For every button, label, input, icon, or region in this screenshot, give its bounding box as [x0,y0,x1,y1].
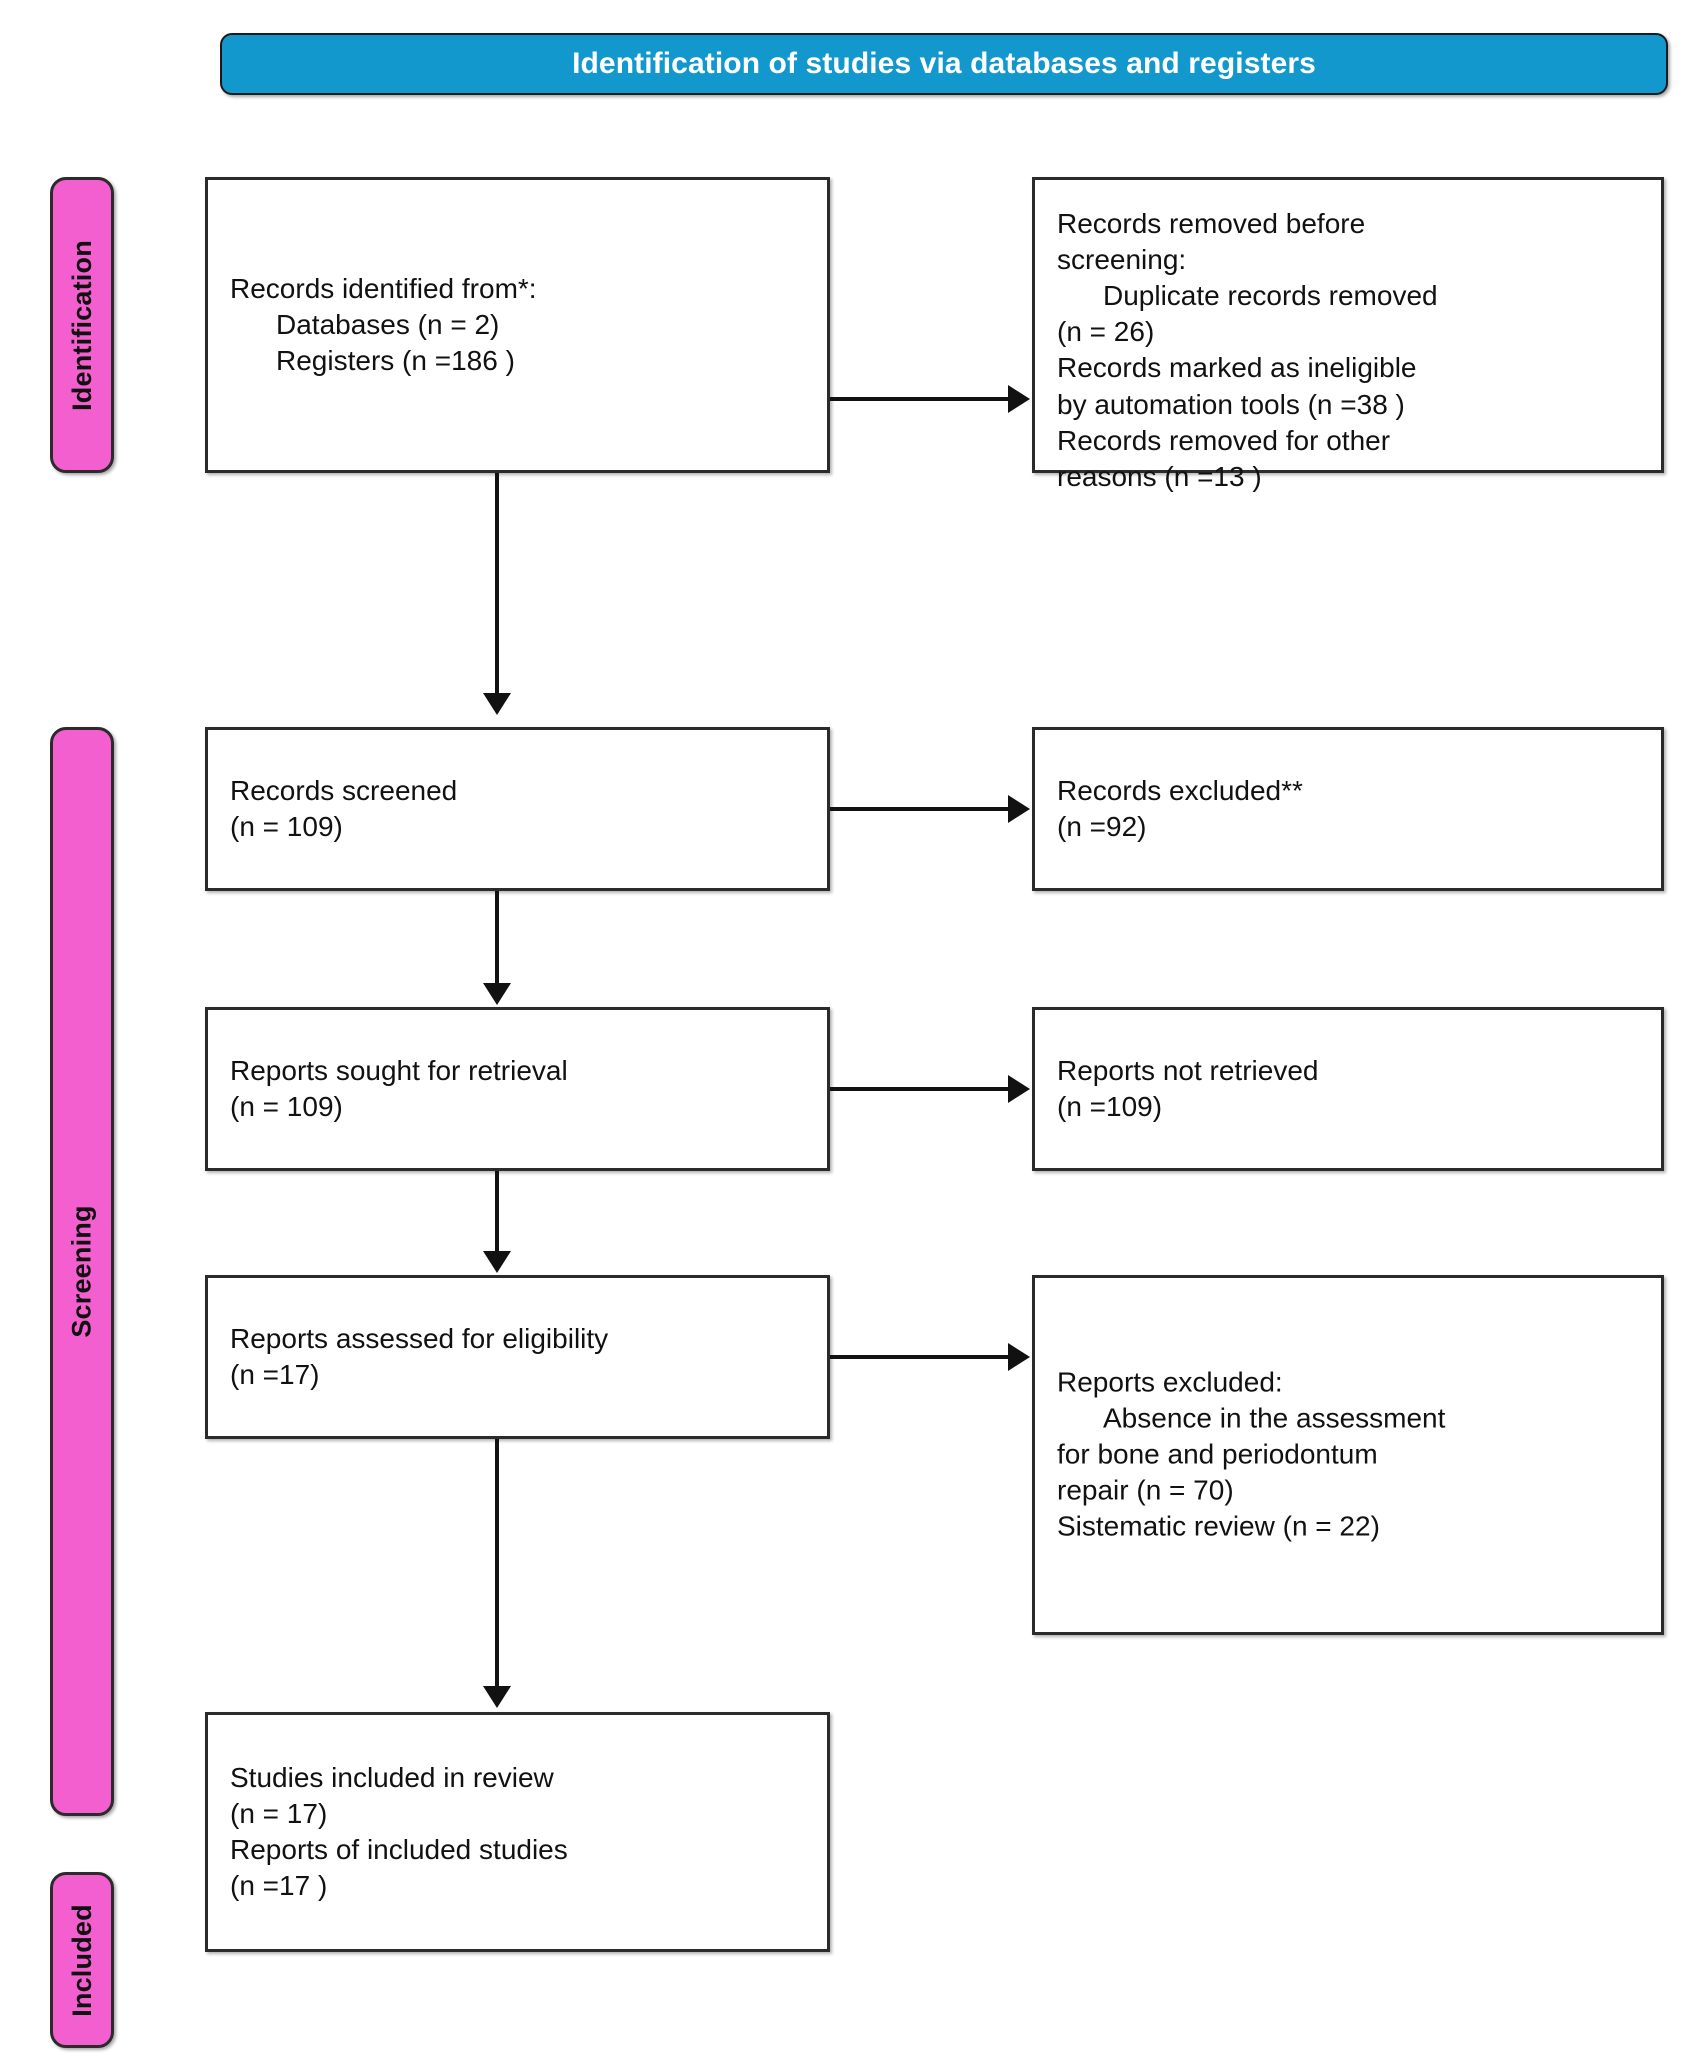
records-excluded-line-2: (n =92) [1057,811,1147,842]
records-removed-heading: Records removed before [1057,206,1645,242]
records-removed-line-1: Duplicate records removed [1103,280,1438,312]
reports-assessed-line-1: Reports assessed for eligibility [230,1322,609,1354]
connector-sought-to-not-retrieved [830,1087,1010,1091]
diagram-header-banner: Identification of studies via databases … [220,33,1668,95]
arrow-assessed-to-included [483,1686,511,1708]
records-removed-line-3: Records marked as ineligible [1057,352,1417,384]
connector-screened-to-sought [495,891,499,985]
connector-identified-to-screened [495,473,499,695]
arrow-sought-to-not-retrieved [1008,1075,1030,1103]
stage-label-screening: Screening [50,727,114,1816]
records-removed-line-4: by automation tools (n =38 ) [1057,388,1405,420]
records-removed-heading-prefix: Records removed [1057,208,1286,239]
box-studies-included: Studies included in review (n = 17) Repo… [205,1712,830,1952]
stage-label-identification: Identification [50,177,114,473]
records-removed-heading-italic-2: screening [1057,244,1179,276]
studies-included-line-2: (n = 17) [230,1797,328,1829]
reports-excluded-line-5: Sistematic review (n = 22) [1057,1511,1380,1543]
reports-assessed-line-2: (n =17) [230,1359,320,1390]
records-identified-line-2: Databases (n = 2) [276,308,500,340]
stage-label-included-text: Included [66,1903,97,2017]
connector-sought-to-assessed [495,1171,499,1253]
records-identified-line-1: Records identified from*: [230,272,537,304]
box-records-excluded: Records excluded** (n =92) [1032,727,1664,891]
stage-label-included: Included [50,1872,114,2048]
box-reports-excluded: Reports excluded: Absence in the assessm… [1032,1275,1664,1635]
studies-included-line-4: (n =17 ) [230,1870,328,1902]
records-removed-line-6: reasons (n =13 ) [1057,460,1262,492]
arrow-assessed-to-reports-excluded [1008,1343,1030,1371]
arrow-screened-to-sought [483,983,511,1005]
studies-included-line-1: Studies included in review [230,1761,554,1793]
stage-label-identification-text: Identification [66,239,97,411]
reports-not-retrieved-line-2: (n =109) [1057,1091,1163,1122]
box-reports-assessed: Reports assessed for eligibility (n =17) [205,1275,830,1439]
diagram-title: Identification of studies via databases … [572,47,1316,80]
records-removed-heading-italic-1: before [1285,208,1366,239]
box-records-removed-before-screening: Records removed before screening: Duplic… [1032,177,1664,492]
box-reports-not-retrieved: Reports not retrieved (n =109) [1032,1007,1664,1171]
records-removed-line-2: (n = 26) [1057,316,1155,348]
stage-label-screening-text: Screening [66,1205,97,1338]
reports-sought-line-2: (n = 109) [230,1091,343,1122]
studies-included-line-3: Reports of included studies [230,1834,568,1865]
records-screened-line-1: Records screened [230,774,458,806]
arrow-screened-to-excluded [1008,795,1030,823]
records-identified-line-3: Registers (n =186 ) [276,345,515,377]
arrow-sought-to-assessed [483,1251,511,1273]
records-removed-heading-2: screening: [1057,242,1645,278]
connector-assessed-to-reports-excluded [830,1355,1010,1359]
arrow-identified-to-removed [1008,385,1030,413]
reports-sought-line-1: Reports sought for retrieval [230,1054,568,1086]
records-removed-heading-colon: : [1178,244,1187,276]
arrow-identified-to-screened [483,693,511,715]
connector-identified-to-removed [830,397,1010,401]
reports-excluded-line-4: repair (n = 70) [1057,1475,1234,1507]
box-records-identified: Records identified from*: Databases (n =… [205,177,830,473]
reports-excluded-line-3: for bone and periodontum [1057,1438,1378,1470]
box-records-screened: Records screened (n = 109) [205,727,830,891]
box-reports-sought: Reports sought for retrieval (n = 109) [205,1007,830,1171]
connector-screened-to-excluded [830,807,1010,811]
connector-assessed-to-included [495,1439,499,1688]
records-removed-line-5: Records removed for other [1057,424,1391,456]
records-screened-line-2: (n = 109) [230,811,343,842]
reports-excluded-line-2: Absence in the assessment [1103,1402,1446,1434]
records-excluded-line-1: Records excluded** [1057,774,1303,806]
reports-not-retrieved-line-1: Reports not retrieved [1057,1054,1319,1086]
reports-excluded-line-1: Reports excluded: [1057,1366,1283,1398]
